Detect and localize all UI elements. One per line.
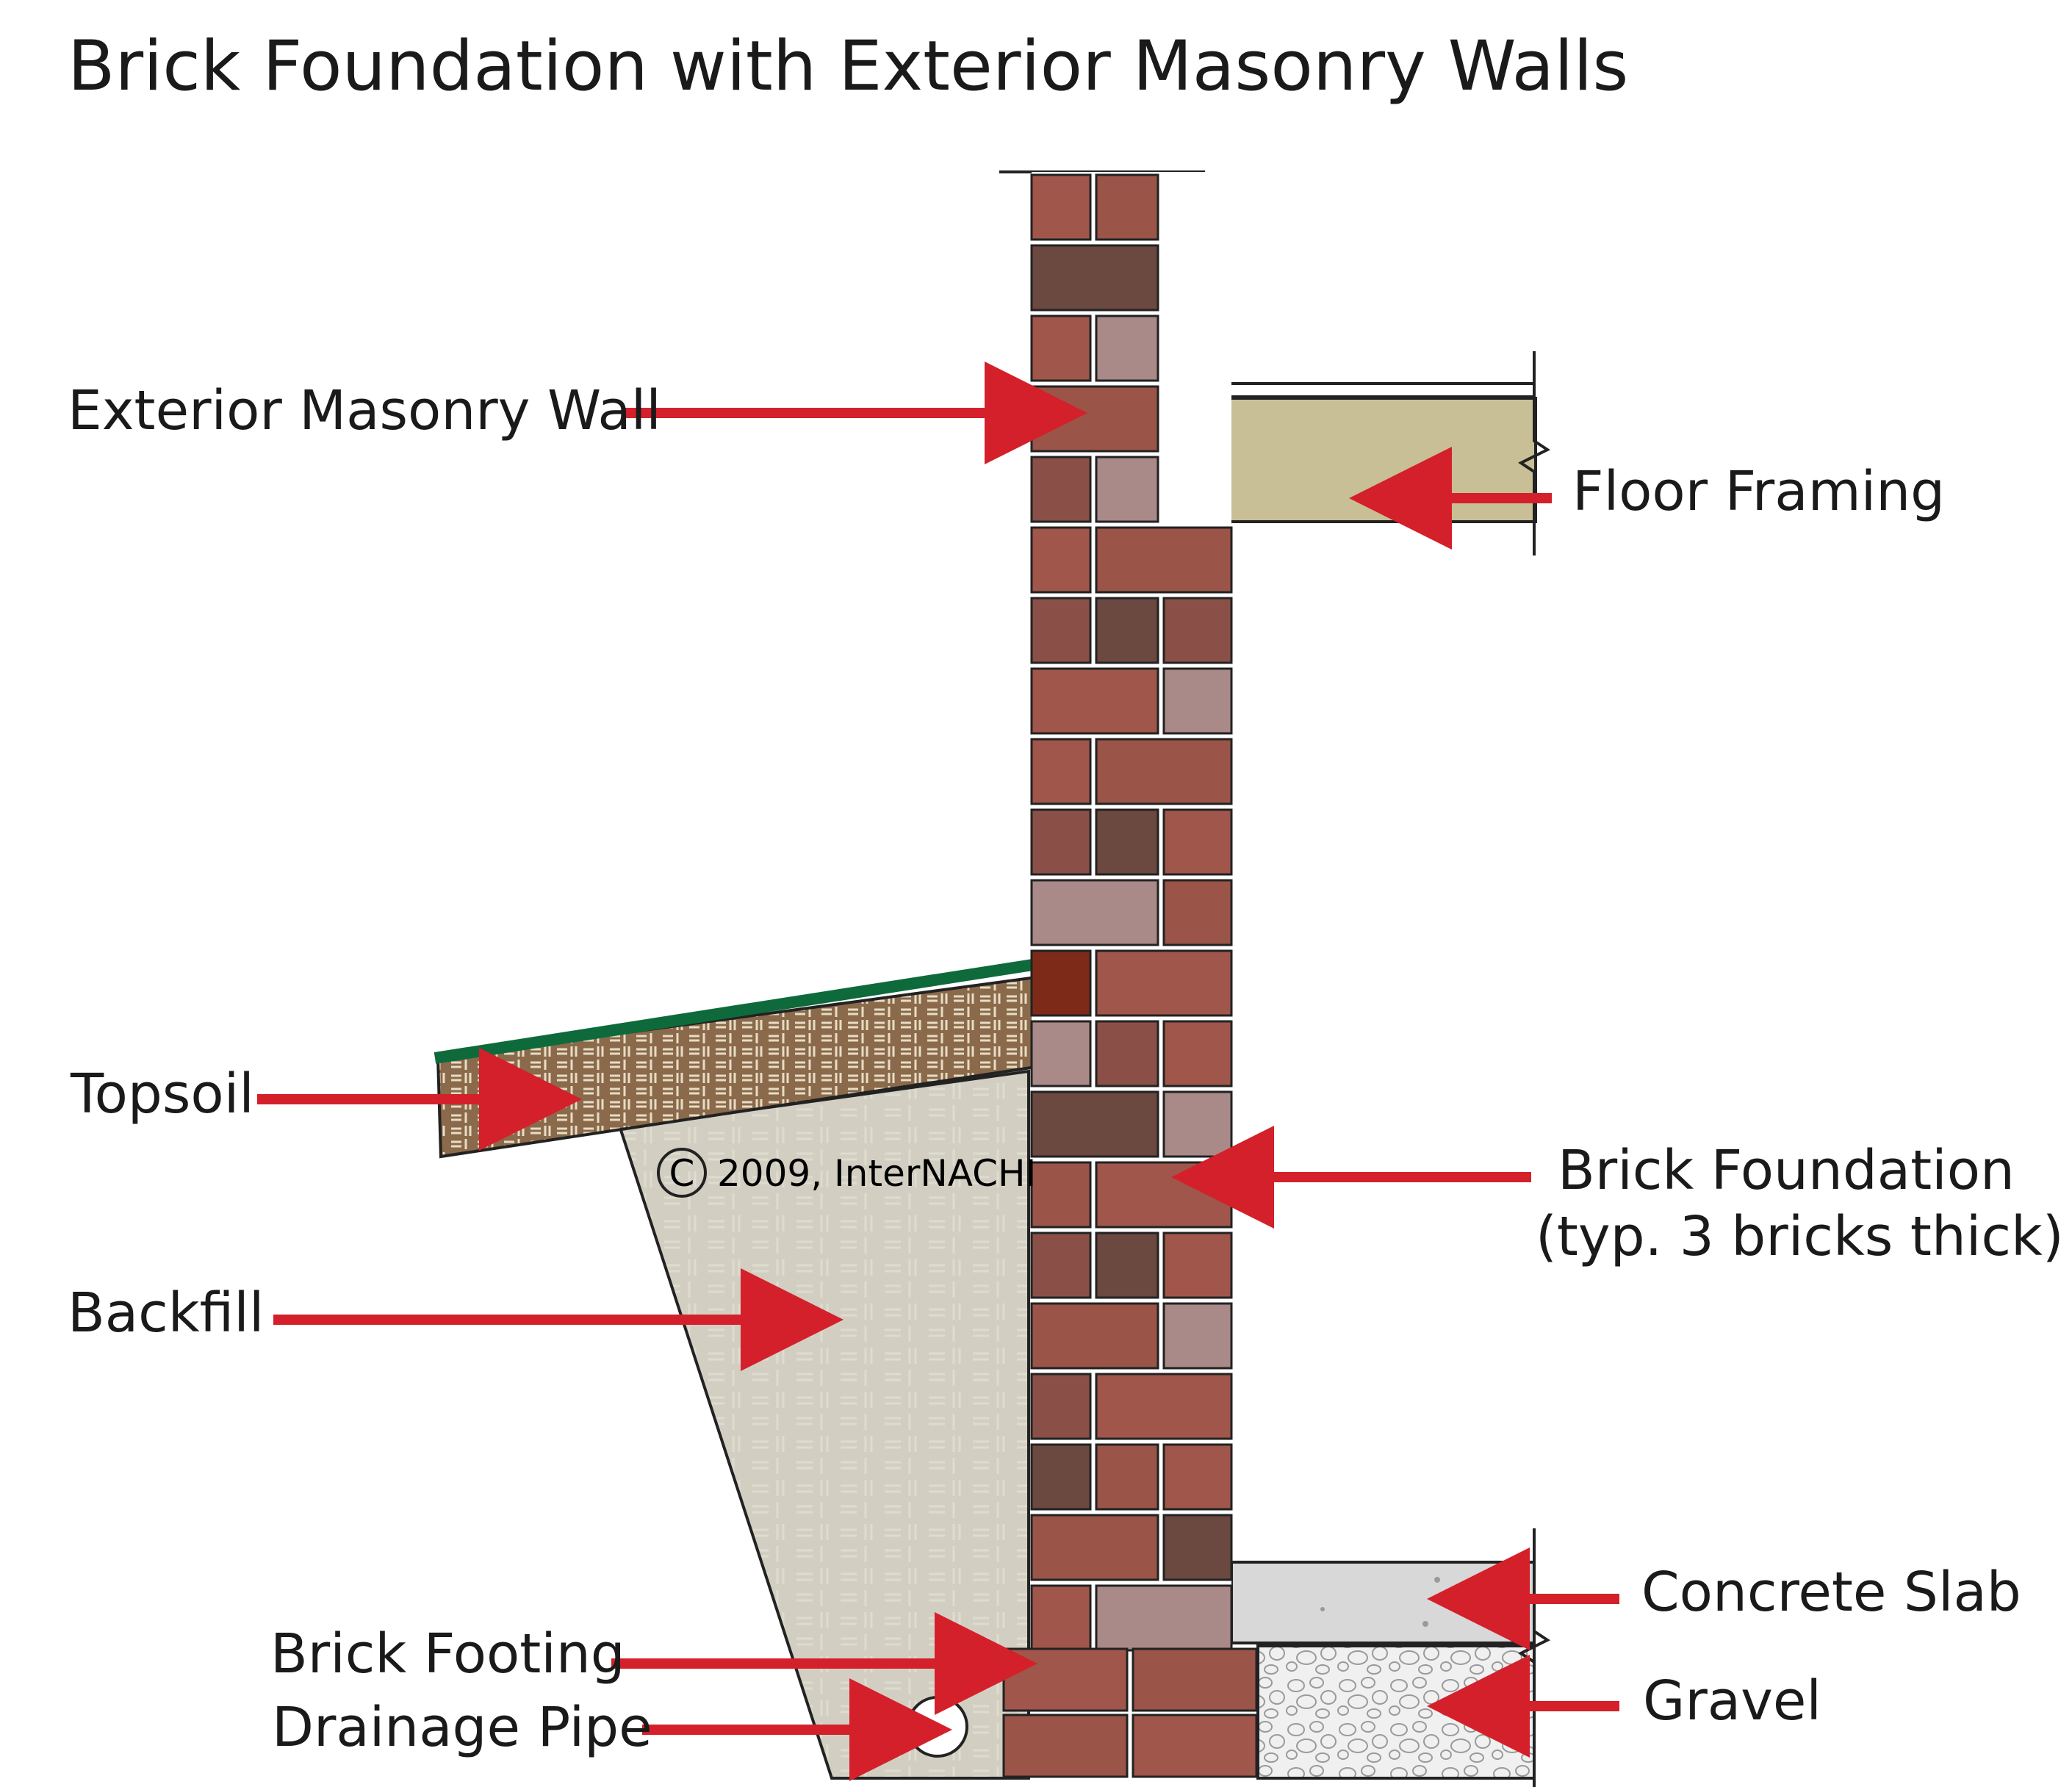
- brick: [1030, 244, 1159, 312]
- brick-wall: [1002, 173, 1258, 1778]
- label-drainage-pipe: Drainage Pipe: [272, 1696, 652, 1759]
- brick: [1095, 173, 1159, 241]
- brick: [1030, 1161, 1092, 1229]
- brick: [1030, 1584, 1092, 1652]
- brick: [1095, 456, 1159, 523]
- page-title: Brick Foundation with Exterior Masonry W…: [68, 26, 1629, 107]
- brick: [1030, 949, 1092, 1017]
- brick: [1030, 597, 1092, 664]
- brick: [1095, 808, 1159, 876]
- brick: [1095, 1373, 1233, 1440]
- brick: [1030, 1514, 1159, 1581]
- brick: [1132, 1647, 1258, 1712]
- brick: [1162, 1443, 1233, 1511]
- brick: [1162, 879, 1233, 946]
- brick: [1030, 173, 1092, 241]
- brick: [1030, 314, 1092, 382]
- brick: [1030, 1443, 1092, 1511]
- brick: [1030, 1090, 1159, 1158]
- label-brick-foundation: Brick Foundation: [1558, 1139, 2015, 1202]
- brick: [1030, 385, 1159, 453]
- label-gravel: Gravel: [1643, 1669, 1821, 1733]
- brick: [1030, 1232, 1092, 1299]
- brick: [1162, 1020, 1233, 1087]
- brick: [1030, 456, 1092, 523]
- brick: [1095, 1232, 1159, 1299]
- brick: [1162, 1090, 1233, 1158]
- copyright-circle: [657, 1148, 707, 1198]
- label-exterior-masonry-wall: Exterior Masonry Wall: [68, 379, 661, 442]
- grass-line: [434, 958, 1039, 1064]
- copyright-text: 2009, InterNACHI: [717, 1152, 1036, 1195]
- brick: [1095, 1443, 1159, 1511]
- brick: [1095, 949, 1233, 1017]
- label-brick-foundation-note: (typ. 3 bricks thick): [1536, 1205, 2064, 1268]
- brick: [1095, 314, 1159, 382]
- brick: [1030, 526, 1092, 594]
- label-concrete-slab: Concrete Slab: [1641, 1561, 2021, 1624]
- brick: [1030, 738, 1092, 805]
- brick: [1030, 667, 1159, 735]
- brick: [1030, 1373, 1092, 1440]
- brick: [1095, 1020, 1159, 1087]
- label-brick-footing: Brick Footing: [270, 1622, 625, 1686]
- brick: [1030, 1020, 1092, 1087]
- gravel-bed: [1256, 1644, 1536, 1780]
- brick: [1095, 597, 1159, 664]
- brick: [1162, 1302, 1233, 1370]
- callout-arrows: [257, 362, 1619, 1781]
- backfill-area: [618, 1069, 1030, 1780]
- label-floor-framing: Floor Framing: [1572, 460, 1946, 523]
- brick: [1030, 1302, 1159, 1370]
- brick: [1095, 526, 1233, 594]
- brick: [1030, 808, 1092, 876]
- label-topsoil: Topsoil: [71, 1063, 254, 1126]
- brick: [1132, 1714, 1258, 1778]
- brick: [1002, 1647, 1129, 1712]
- label-backfill: Backfill: [68, 1281, 265, 1345]
- brick: [1162, 808, 1233, 876]
- brick: [1162, 597, 1233, 664]
- brick: [1162, 667, 1233, 735]
- brick: [1162, 1514, 1233, 1581]
- brick: [1095, 1584, 1233, 1652]
- brick: [1095, 738, 1233, 805]
- brick: [1030, 879, 1159, 946]
- brick: [1002, 1714, 1129, 1778]
- brick: [1162, 1232, 1233, 1299]
- copyright-symbol: C: [669, 1152, 695, 1195]
